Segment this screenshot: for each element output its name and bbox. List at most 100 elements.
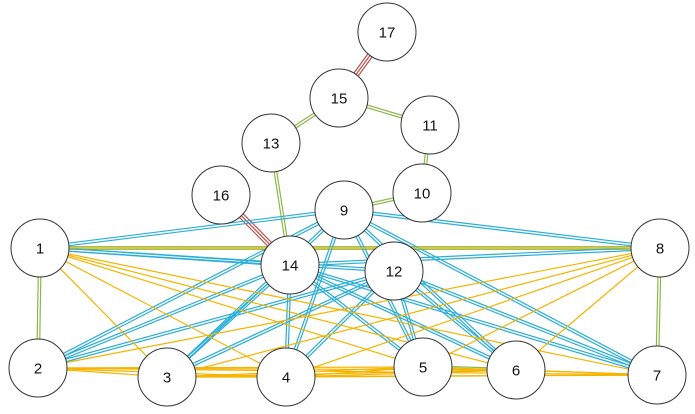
edge-1-8-green [40,246,660,250]
edge-line [394,269,658,375]
node-circle [10,218,70,278]
edge-line [38,265,291,370]
node-circle [8,338,68,398]
node-circle [314,180,374,240]
node-circle [392,163,452,223]
edge-7-14-blue [289,263,658,377]
node-circle [364,241,424,301]
node-2: 2 [8,338,68,398]
node-label: 7 [653,368,661,385]
edge-line [290,263,517,370]
edge-4-8-orange [285,247,661,378]
node-circle [357,2,417,62]
edge-line [39,208,344,248]
node-label: 3 [163,370,171,387]
edge-1-9-blue [39,208,345,250]
node-circle [256,347,316,407]
edge-7-9-blue [343,208,658,377]
edge-line [289,265,516,372]
edge-line [344,208,658,375]
node-circle [627,345,687,405]
edge-line [39,247,168,378]
edge-6-14-blue [289,263,517,372]
node-circle [137,347,197,407]
edge-line [37,269,394,368]
edge-2-12-blue [37,269,395,370]
edge-line [40,246,395,271]
edge-line [343,210,657,377]
edge-3-8-orange [166,247,661,378]
node-label: 8 [656,241,664,258]
edge-line [393,271,657,377]
node-11: 11 [400,95,460,155]
node-6: 6 [486,340,546,400]
node-label: 11 [422,118,438,135]
node-17: 17 [357,2,417,62]
edge-4-7-orange [285,374,658,378]
edge-1-3-orange [39,247,168,378]
node-label: 1 [36,241,44,258]
node-circle [260,235,320,295]
node-label: 15 [331,91,348,108]
edge-line [343,210,660,250]
edge-1-12-blue [39,246,395,273]
node-label: 13 [263,136,280,153]
edge-line [515,247,661,371]
edge-line [39,247,287,378]
edge-7-12-blue [393,269,658,377]
node-3: 3 [137,347,197,407]
node-label: 10 [414,186,431,203]
node-circle [191,165,251,225]
edge-1-7-orange [39,247,658,376]
node-5: 5 [393,337,453,397]
node-4: 4 [256,347,316,407]
node-9: 9 [314,180,374,240]
node-circle [400,95,460,155]
node-label: 4 [282,370,290,387]
node-circle [309,68,369,128]
edge-2-8-orange [37,247,661,369]
node-label: 14 [282,258,299,275]
edge-1-5-orange [39,247,424,368]
edge-1-4-orange [39,247,287,378]
edge-line [289,265,657,377]
node-label: 12 [386,264,403,281]
node-label: 6 [512,363,520,380]
edge-2-14-blue [37,263,291,370]
node-circle [241,113,301,173]
edge-line [37,263,290,368]
edge-line [39,248,394,273]
edge-5-8-orange [422,247,661,368]
node-12: 12 [364,241,424,301]
edge-line [38,271,395,370]
node-label: 9 [340,203,348,220]
node-10: 10 [392,163,452,223]
edge-line [285,374,658,378]
node-label: 16 [213,188,230,205]
node-13: 13 [241,113,301,173]
edge-line [39,247,424,368]
node-label: 5 [419,360,427,377]
edge-8-9-blue [343,208,661,250]
node-circle [393,337,453,397]
edge-line [290,263,658,375]
edge-line [37,247,661,369]
node-1: 1 [10,218,70,278]
node-14: 14 [260,235,320,295]
node-16: 16 [191,165,251,225]
edge-line [167,271,395,379]
edge-line [37,208,344,368]
node-8: 8 [630,218,690,278]
node-label: 2 [34,361,42,378]
node-label: 17 [379,25,396,42]
node-circle [486,340,546,400]
edge-line [344,208,661,248]
edge-line [166,247,661,378]
edge-line [39,247,658,376]
node-circle [630,218,690,278]
edge-line [344,208,518,370]
edge-line [285,247,661,378]
node-7: 7 [627,345,687,405]
